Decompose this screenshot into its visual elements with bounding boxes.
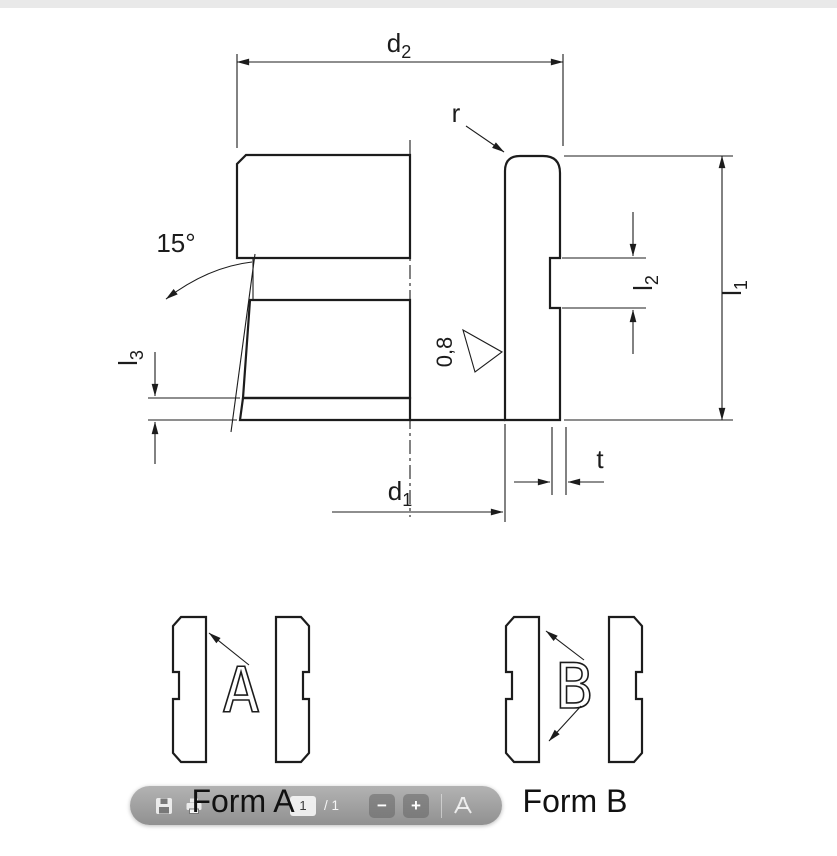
knurl-band-lower xyxy=(241,298,412,400)
print-button[interactable] xyxy=(184,796,204,816)
save-icon xyxy=(156,797,172,814)
knurl-band-upper xyxy=(235,153,412,260)
dimension-l1: l1 xyxy=(564,155,751,421)
page-number-input[interactable]: 1 xyxy=(290,795,316,816)
main-section-view: d2 r l1 l2 xyxy=(113,28,751,522)
angle-arc xyxy=(165,261,253,300)
pdf-toolbar: 1 / 1 − + xyxy=(130,786,502,825)
angle-label: 15° xyxy=(156,228,195,258)
acrobat-icon xyxy=(454,796,472,814)
dimension-t: t xyxy=(514,427,604,495)
dimension-label-l1: l1 xyxy=(717,280,751,296)
leader-r: r xyxy=(452,98,505,153)
taper-line-15deg xyxy=(230,253,256,433)
form-b-view: B Form B xyxy=(504,615,644,819)
leader-line xyxy=(465,125,505,153)
top-strip xyxy=(0,0,837,8)
section-wall xyxy=(503,154,562,422)
form-b-arrow-lower xyxy=(548,705,582,742)
zoom-in-button[interactable]: + xyxy=(403,793,430,818)
dimension-label-l3: l3 xyxy=(113,350,147,366)
form-a-right-wall xyxy=(274,615,311,764)
print-icon xyxy=(186,798,202,814)
form-b-left-wall xyxy=(504,615,541,764)
dimension-label-t: t xyxy=(596,444,604,474)
dimension-l2: l2 xyxy=(562,212,662,354)
dimension-d2: d2 xyxy=(236,28,564,148)
bottom-collar xyxy=(238,396,412,422)
roughness-symbol xyxy=(462,328,504,373)
page-total-label: / 1 xyxy=(324,798,340,813)
dimension-angle: 15° xyxy=(156,228,253,300)
zoom-out-button[interactable]: − xyxy=(369,793,396,818)
minus-icon: − xyxy=(377,796,387,815)
form-a-letter: A xyxy=(222,654,259,727)
surface-roughness: 0,8 xyxy=(432,328,504,373)
acrobat-button[interactable] xyxy=(452,796,474,816)
form-b-caption: Form B xyxy=(523,783,628,819)
toolbar-divider xyxy=(441,793,443,818)
form-a-left-wall xyxy=(171,615,208,764)
page-number-value: 1 xyxy=(299,798,307,813)
dimension-l3: l3 xyxy=(113,350,240,464)
form-b-letter: B xyxy=(555,650,592,723)
form-b-arrow-upper xyxy=(545,630,585,661)
dimension-label-r: r xyxy=(452,98,461,128)
roughness-value: 0,8 xyxy=(432,337,457,368)
dimension-label-d1: d1 xyxy=(388,476,412,510)
save-button[interactable] xyxy=(154,796,174,816)
dimension-label-l2: l2 xyxy=(628,275,662,291)
dimension-label-d2: d2 xyxy=(387,28,411,62)
form-b-right-wall xyxy=(607,615,644,764)
form-a-arrow xyxy=(208,632,250,666)
dimension-d1: d1 xyxy=(332,424,506,522)
plus-icon: + xyxy=(411,796,421,815)
